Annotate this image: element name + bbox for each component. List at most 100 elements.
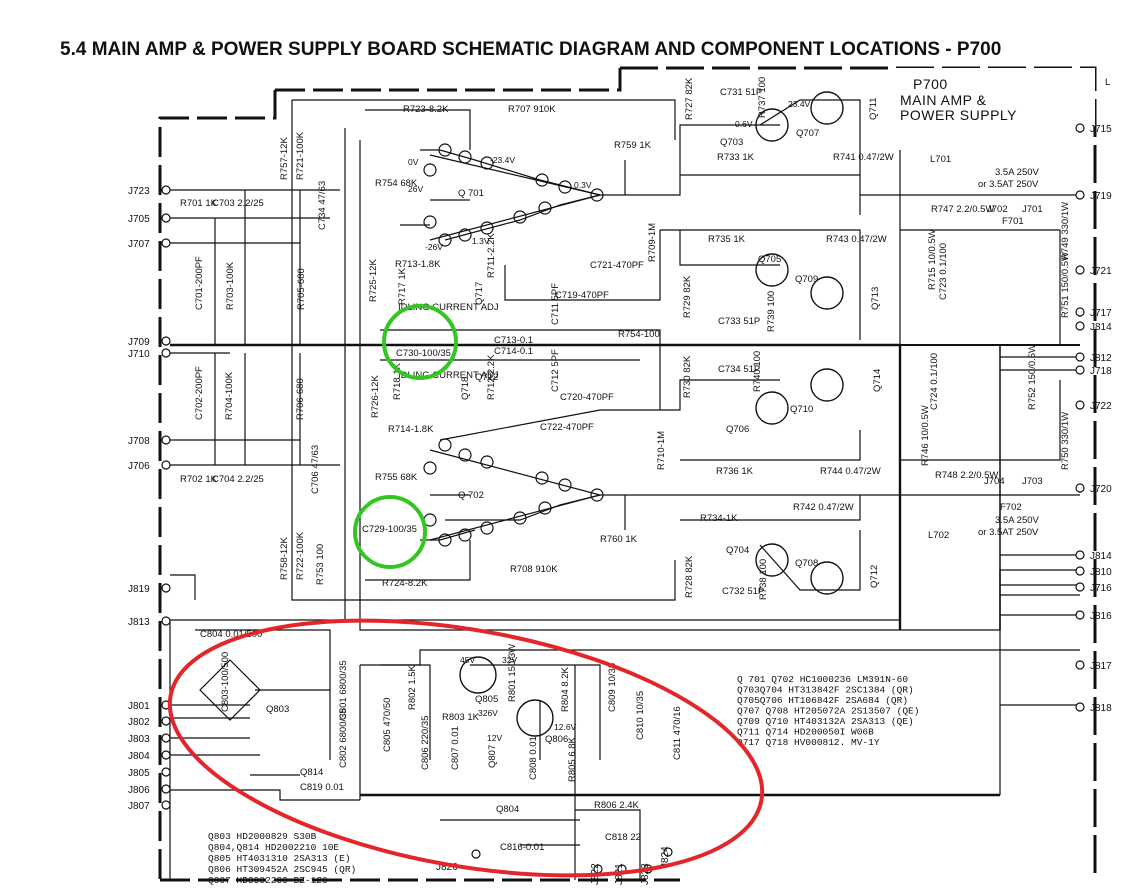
legend-bottom-row: Q804,Q814 HD2002210 10E [208, 842, 339, 853]
component-c713: C713-0.1 [494, 335, 533, 346]
component-c719: C719-470PF [555, 290, 609, 301]
connector-pin [1075, 365, 1085, 375]
voltage-label: 0.3V [574, 180, 592, 190]
component-r737: R737 100 [757, 77, 768, 118]
transistors [459, 91, 844, 737]
connector-pin [161, 750, 171, 760]
component-q707: Q707 [796, 128, 819, 139]
component-r710: R710-1M [656, 431, 667, 470]
connector-j706: J706 [128, 461, 150, 472]
connector-j823: J823 [640, 863, 651, 885]
component-c714: C714-0.1 [494, 346, 533, 357]
fuse-rating-1: 3.5A 250V [995, 167, 1040, 178]
red-annotation-ellipse [167, 618, 765, 878]
voltage-label: 12.6V [554, 722, 577, 732]
component-r752: R752 150/0.5W [1027, 344, 1038, 410]
connector-pin [1075, 660, 1085, 670]
connector-pin [161, 767, 171, 777]
component-j701: J701 [1022, 204, 1043, 215]
connector-pin [1075, 582, 1085, 592]
component-c712: C712 5PF [550, 349, 561, 392]
connector-j826: J826 [436, 862, 458, 873]
component-r706: R706-680 [295, 378, 306, 420]
component-r748: R748 2.2/0.5W [935, 470, 998, 481]
component-r754: R754 68K [375, 178, 418, 189]
voltage-label: 32V [502, 655, 517, 665]
connector-pin [161, 185, 171, 195]
connector-pin [161, 800, 171, 810]
component-c730: C730-100/35 [396, 348, 451, 359]
component-q806: Q806 [545, 734, 568, 745]
connector-j722: J722 [1090, 401, 1112, 412]
component-r722: R722-100K [295, 531, 306, 580]
connector-j710: J710 [128, 349, 150, 360]
connector-j715: J715 [1090, 124, 1112, 135]
component-f701: F701 [1002, 216, 1024, 227]
component-r728: R728 82K [684, 555, 695, 598]
component-r755: R755 68K [375, 472, 418, 483]
connector-j819: J819 [128, 584, 150, 595]
component-r726: R726-12K [370, 375, 381, 418]
component-r749: R749 330/1W [1060, 202, 1071, 260]
component-q709: Q709 [795, 274, 818, 285]
component-q711: Q711 [868, 97, 879, 120]
component-r743: R743 0.47/2W [826, 234, 887, 245]
connector-j718: J718 [1090, 366, 1112, 377]
connector-j803: J803 [128, 734, 150, 745]
component-r806: R806 2.4K [594, 800, 640, 811]
component-r739: R739 100 [766, 291, 777, 332]
component-r723: R723-8.2K [403, 104, 449, 115]
connector-pin [1075, 566, 1085, 576]
wiring [169, 99, 1080, 880]
component-q713: Q713 [870, 287, 881, 310]
left-connectors: J723J705J707J709J710J708J706J819J813J801… [128, 185, 171, 812]
voltage-label: 1.3V [472, 236, 490, 246]
component-q712: Q712 [869, 565, 880, 588]
connector-j814: J814 [1090, 551, 1112, 562]
connector-pin [161, 733, 171, 743]
connector-pin [471, 849, 481, 859]
component-q714: Q714 [872, 369, 883, 392]
connector-j807: J807 [128, 801, 150, 812]
connector-j721: J721 [1090, 266, 1112, 277]
component-r803: R803 1K [442, 712, 480, 723]
component-r758: R758-12K [279, 537, 290, 580]
component-r801: R801 150/3W [507, 644, 518, 702]
connector-j707: J707 [128, 239, 150, 250]
legend-bottom-row: Q805 HT4031310 2SA313 (E) [208, 853, 351, 864]
connector-j708: J708 [128, 436, 150, 447]
connector-pin [1075, 190, 1085, 200]
component-q704: Q704 [726, 545, 749, 556]
connector-pin [1075, 265, 1085, 275]
component-q717: Q717 [474, 282, 485, 305]
component-r721: R721-100K [295, 131, 306, 180]
component-q706: Q706 [726, 424, 749, 435]
connector-pin [1075, 610, 1085, 620]
component-c732: C732 51P [722, 586, 764, 597]
component-c810: C810 10/35 [635, 691, 646, 740]
component-r702: R702 1K [180, 474, 218, 485]
legend-bottom-row: Q803 HD2000829 S30B [208, 831, 317, 842]
voltage-label: -26V [425, 242, 443, 252]
component-r725: R725-12K [368, 259, 379, 302]
component-q703: Q703 [720, 137, 743, 148]
fuse-rating-3: 3.5A 250V [995, 515, 1040, 526]
component-r757: R757-12K [279, 137, 290, 180]
component-c816: C816-0.01 [500, 842, 544, 853]
component-r751: R751 150/0.5W [1060, 252, 1071, 318]
component-q710: Q710 [790, 404, 813, 415]
connector-pin [161, 238, 171, 248]
component-c734: C734 47/63 [317, 181, 328, 230]
connector-pin [1075, 483, 1085, 493]
legend-right-row: Q717 Q718 HV000812. MV-1Y [737, 737, 880, 748]
ic-q702 [423, 438, 604, 547]
connector-pin [161, 716, 171, 726]
voltage-label: 12V [487, 733, 502, 743]
legend-right-row: Q707 Q708 HT205072A 2S13507 (QE) [737, 706, 919, 717]
legend-bottom-row: Q806 HT309452A 2SC945 (QR) [208, 864, 356, 875]
connector-pin [161, 213, 171, 223]
connector-j824: J824 [660, 846, 671, 868]
component-r741: R741 0.47/2W [833, 152, 894, 163]
